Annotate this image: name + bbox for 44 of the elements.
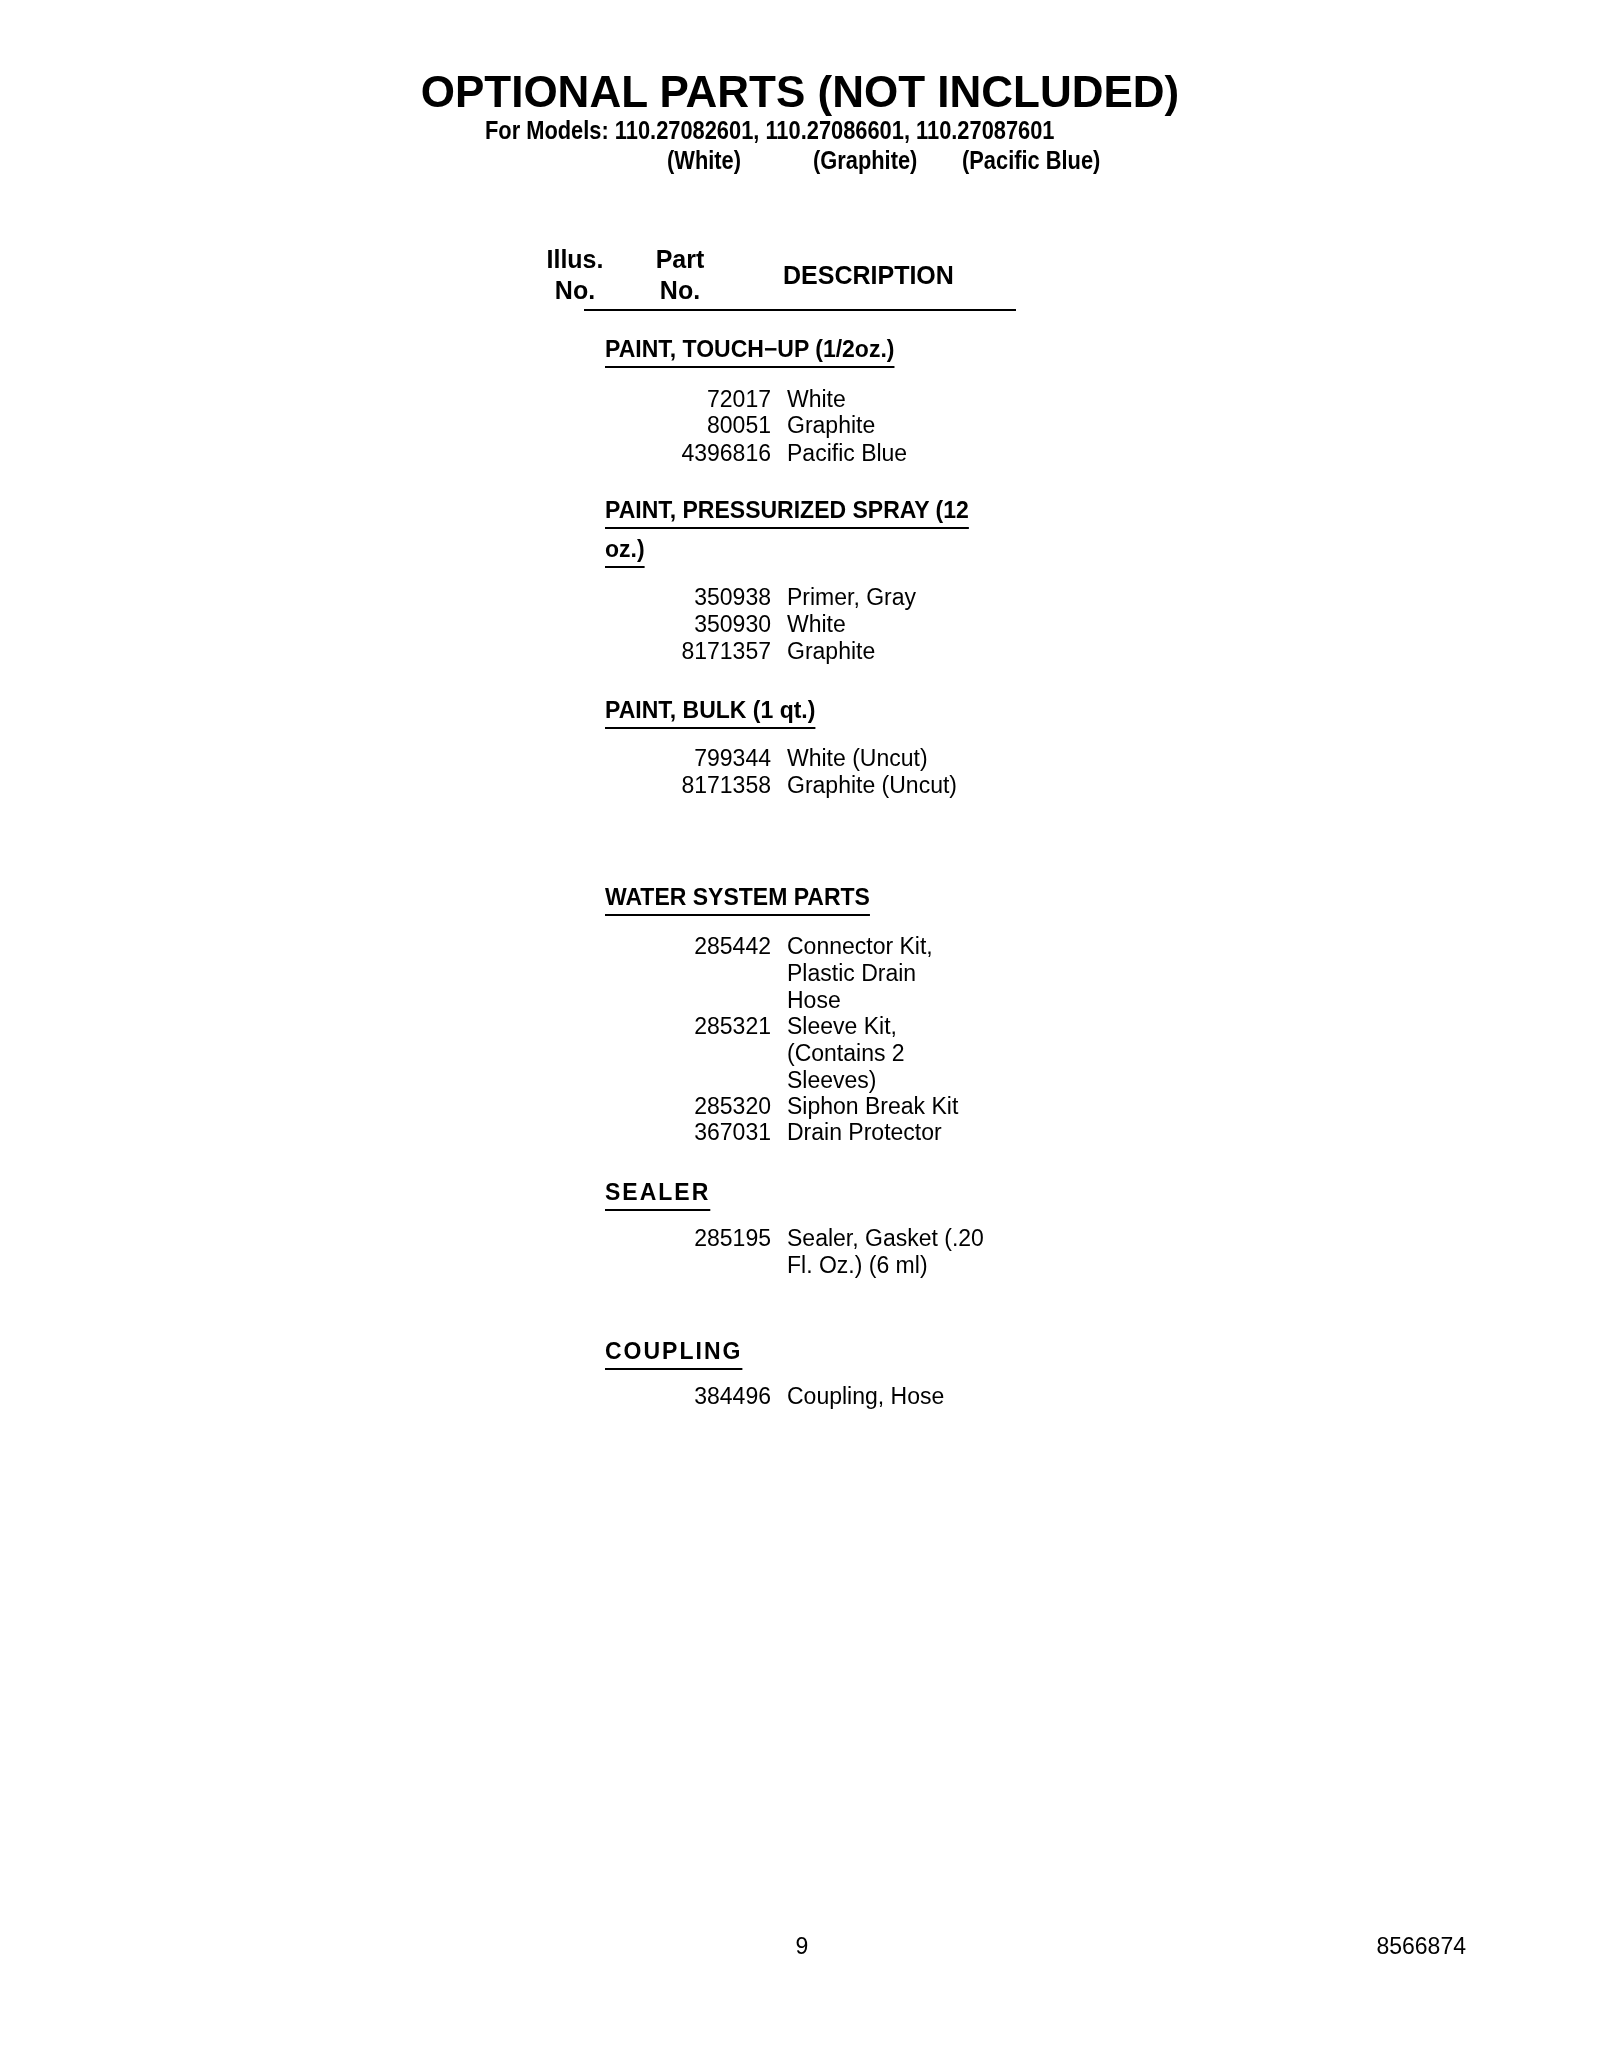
model-info: For Models: 110.27082601, 110.27086601, 110.27087601: [485, 117, 1055, 144]
section-heading: COUPLING: [605, 1337, 743, 1366]
part-description: White: [787, 611, 846, 638]
part-number: 72017: [707, 386, 771, 413]
model-info: (Pacific Blue): [962, 147, 1101, 174]
part-description: Graphite: [787, 638, 876, 665]
part-description: Connector Kit, Plastic Drain Hose: [787, 933, 934, 1014]
column-header: Illus. No.: [545, 244, 605, 306]
part-description: Graphite (Uncut): [787, 772, 957, 799]
section-heading: WATER SYSTEM PARTS: [605, 883, 870, 912]
section-heading: SEALER: [605, 1178, 711, 1207]
part-number: 350938: [694, 584, 771, 611]
part-number: 285321: [694, 1013, 771, 1040]
part-description: Primer, Gray: [787, 584, 917, 611]
part-number: 8171358: [681, 772, 771, 799]
model-info: (White): [667, 147, 741, 174]
part-description: Coupling, Hose: [787, 1383, 945, 1410]
part-number: 384496: [694, 1383, 771, 1410]
part-number: 285442: [694, 933, 771, 960]
section-heading: PAINT, TOUCH−UP (1/2oz.): [605, 335, 895, 364]
model-info: (Graphite): [813, 147, 918, 174]
column-header: Part No.: [654, 244, 706, 306]
part-number: 8171357: [681, 638, 771, 665]
part-number: 4396816: [681, 440, 771, 467]
page-title: OPTIONAL PARTS (NOT INCLUDED): [419, 66, 1181, 118]
page-number: 9: [794, 1933, 810, 1960]
part-description: Pacific Blue: [787, 440, 908, 467]
part-number: 80051: [707, 412, 771, 439]
part-description: White: [787, 386, 846, 413]
part-number: 799344: [694, 745, 771, 772]
part-description: Drain Protector: [787, 1119, 942, 1146]
column-header: DESCRIPTION: [783, 262, 954, 289]
part-number: 285320: [694, 1093, 771, 1120]
part-description: Graphite: [787, 412, 876, 439]
part-number: 350930: [694, 611, 771, 638]
document-number: 8566874: [1376, 1933, 1466, 1960]
part-description: Sleeve Kit, (Contains 2 Sleeves): [787, 1013, 906, 1094]
part-description: White (Uncut): [787, 745, 928, 772]
section-heading: PAINT, PRESSURIZED SPRAY (12 oz.): [605, 496, 970, 564]
section-heading: PAINT, BULK (1 qt.): [605, 696, 816, 725]
part-number: 367031: [694, 1119, 771, 1146]
part-number: 285195: [694, 1225, 771, 1252]
part-description: Sealer, Gasket (.20 Fl. Oz.) (6 ml): [787, 1225, 985, 1279]
part-description: Siphon Break Kit: [787, 1093, 959, 1120]
